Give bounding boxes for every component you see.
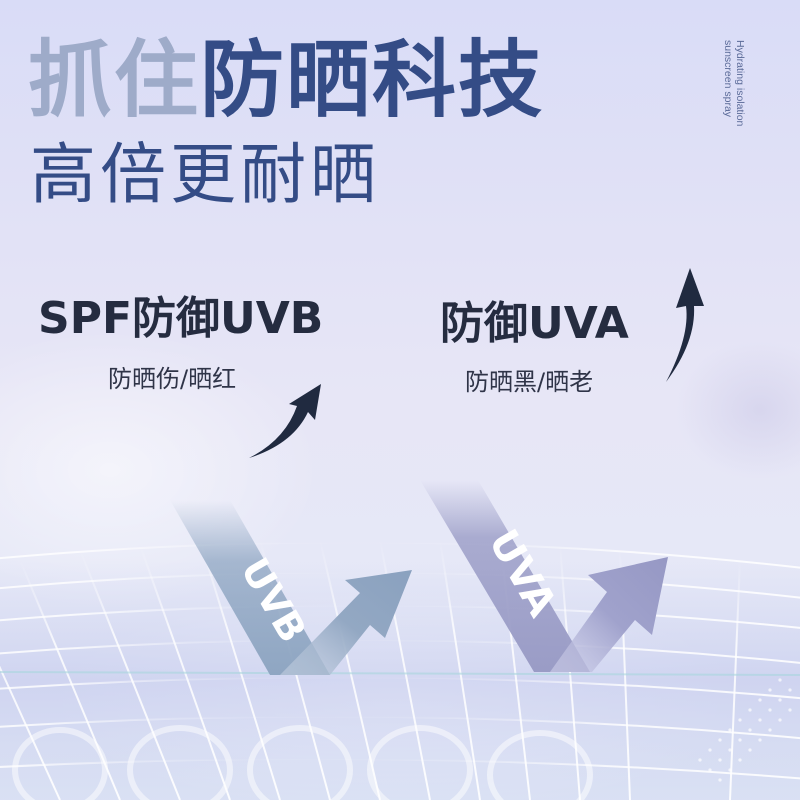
curved-up-arrow-icon <box>666 268 704 382</box>
headline-strong: 防晒科技 <box>200 31 545 129</box>
vertical-caption-line2: sunscreen spray <box>722 40 734 118</box>
headline: 抓住防晒科技 <box>28 38 544 122</box>
uvb-feature-title: SPF防御UVB <box>38 293 324 344</box>
vertical-caption: Hydrating isolation sunscreen spray <box>722 40 746 126</box>
uva-feature-subtitle: 防晒黑/晒老 <box>465 368 594 396</box>
uva-feature-title: 防御UVA <box>440 298 629 349</box>
vertical-caption-line1: Hydrating isolation <box>734 40 746 127</box>
uvb-feature-subtitle: 防晒伤/晒红 <box>108 365 237 393</box>
uva-band-arrow: UVA <box>420 480 668 672</box>
uvb-band-arrow: UVB <box>170 500 412 675</box>
curved-up-arrow-icon <box>249 384 321 458</box>
headline-muted: 抓住 <box>28 31 201 129</box>
subheadline: 高倍更耐晒 <box>30 136 380 213</box>
